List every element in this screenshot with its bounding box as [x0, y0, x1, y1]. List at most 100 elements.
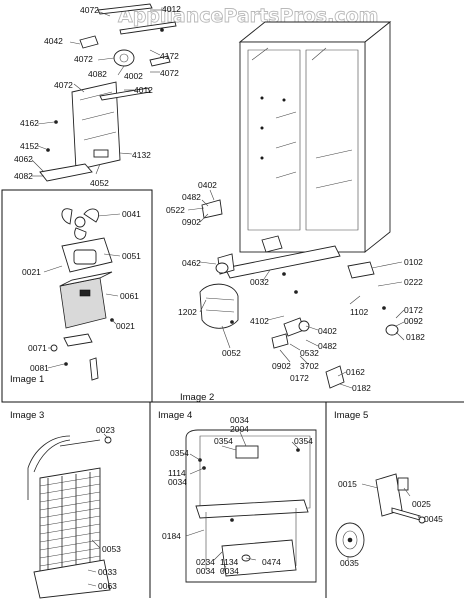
part-label: 4082 — [14, 171, 33, 181]
roller-assembly — [335, 473, 426, 558]
fan-hub — [74, 216, 86, 228]
liner-perspective — [251, 47, 327, 61]
part-label: 4072 — [80, 5, 99, 15]
part-label: 4132 — [132, 150, 151, 160]
part-label: 4152 — [20, 141, 39, 151]
fan-motor — [73, 249, 97, 265]
cabinet-front — [239, 41, 366, 253]
part-label: 0071 — [28, 343, 47, 353]
caption-image5: Image 5 — [334, 410, 368, 421]
base-rail — [224, 245, 341, 279]
part-label: 0063 — [98, 581, 117, 591]
part-label: 4042 — [44, 36, 63, 46]
screw-c — [160, 28, 164, 32]
motor-part — [113, 49, 135, 67]
front-roller — [298, 320, 310, 332]
caption-image2: Image 2 — [180, 392, 214, 403]
shelf-support — [195, 499, 309, 519]
caption-image1: Image 1 — [10, 374, 44, 385]
part-label: 0025 — [412, 499, 431, 509]
inner-panel — [199, 435, 311, 509]
freezer-liner — [247, 49, 301, 231]
part-label: 0032 — [250, 277, 269, 287]
part-label: 0035 — [340, 558, 359, 568]
part-label: 4072 — [54, 80, 73, 90]
side-rails — [205, 508, 297, 570]
crisper-cover — [221, 539, 297, 577]
roller-wheel-rim — [342, 530, 358, 550]
part-label: 0902 — [272, 361, 291, 371]
drain-pan — [199, 283, 239, 329]
cabinet-interior — [185, 429, 317, 583]
axle-pin — [391, 507, 421, 521]
part-label: 0034 — [196, 566, 215, 576]
image1-leaders — [43, 213, 121, 369]
part-label: 0474 — [262, 557, 281, 567]
part-label: 4102 — [250, 316, 269, 326]
panel-borders — [1, 189, 464, 598]
part-label: 4072 — [160, 68, 179, 78]
part-label: 4082 — [88, 69, 107, 79]
part-label: 0354 — [294, 436, 313, 446]
tubing-2 — [33, 439, 71, 473]
compressor-top — [59, 271, 113, 287]
part-label: 0081 — [30, 363, 49, 373]
part-label: 1134 — [220, 557, 239, 567]
image5-leaders — [347, 483, 421, 560]
part-label: 0354 — [170, 448, 189, 458]
mid-rail — [99, 87, 151, 101]
part-label: 0051 — [122, 251, 141, 261]
part-label: 4052 — [90, 178, 109, 188]
roller-bracket — [375, 473, 403, 517]
mount-plate — [63, 333, 93, 347]
screw-b — [46, 148, 50, 152]
evaporator-tubes — [47, 472, 91, 574]
roller-axle — [347, 537, 353, 543]
part-label: 4012 — [162, 4, 181, 14]
shelf-rails — [275, 111, 353, 189]
screw-a — [54, 120, 58, 124]
bottom-bracket — [39, 163, 93, 182]
clip-part — [79, 35, 99, 49]
cabinet — [238, 21, 392, 253]
condenser-fan-assembly — [50, 208, 114, 381]
roller-cap — [271, 333, 289, 349]
part-label: 0053 — [102, 544, 121, 554]
thermostat-lead — [59, 439, 101, 447]
part-label: 0052 — [222, 348, 241, 358]
rail-part — [119, 21, 177, 35]
part-label: 0092 — [404, 316, 423, 326]
bracket-clip — [397, 477, 409, 491]
leveling-leg — [325, 365, 345, 389]
clip-part-2 — [149, 55, 171, 67]
part-label: 0222 — [404, 277, 423, 287]
hinge-upper — [201, 199, 223, 219]
part-label: 2004 — [230, 424, 249, 434]
part-label: 0902 — [182, 217, 201, 227]
part-label: 0033 — [98, 567, 117, 577]
part-label: 0162 — [346, 367, 365, 377]
part-label: 0172 — [404, 305, 423, 315]
part-label: 0184 — [162, 531, 181, 541]
base-parts — [199, 199, 399, 389]
compressor-terminal — [79, 289, 91, 297]
part-label: 1202 — [178, 307, 197, 317]
part-label: 4012 — [134, 85, 153, 95]
motor-hub — [119, 53, 129, 63]
part-label: 0234 — [196, 557, 215, 567]
part-label: 4172 — [160, 51, 179, 61]
part-label: 4162 — [20, 118, 39, 128]
part-label: 0402 — [198, 180, 217, 190]
part-label: 4062 — [14, 154, 33, 164]
plate-slot — [93, 149, 109, 158]
tubing — [27, 435, 71, 500]
part-label: 0482 — [318, 341, 337, 351]
fan-bracket-assembly — [39, 3, 177, 182]
fan-leaders — [31, 9, 162, 177]
part-labels: 4072 4012 4042 4072 4172 4082 4002 4072 … — [14, 4, 443, 591]
fan-blade — [61, 208, 100, 240]
cabinet-top — [238, 21, 392, 43]
part-label: 0172 — [290, 373, 309, 383]
rear-roller — [385, 324, 399, 336]
part-label: 1102 — [350, 307, 369, 317]
